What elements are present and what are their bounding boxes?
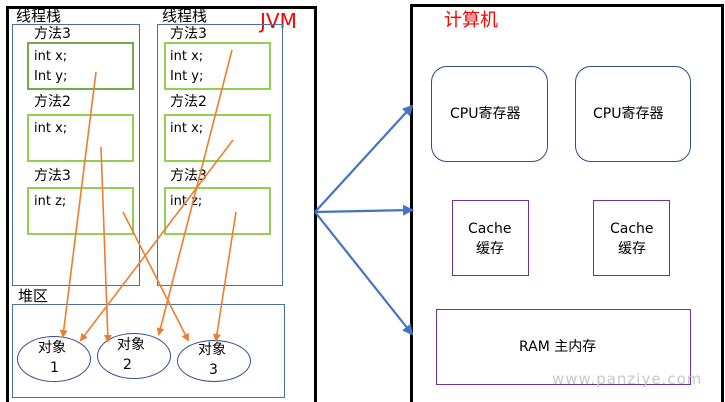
cache-2	[593, 200, 670, 276]
heap-object-2-index: 2	[123, 357, 132, 373]
stack-1-frame-1-var-1: int x;	[34, 49, 68, 64]
heap-object-2-name: 对象	[117, 337, 145, 353]
cpu-register-1	[431, 66, 548, 162]
heap-object-1	[17, 336, 91, 382]
stack-2-frame-2-name: 方法2	[170, 94, 207, 110]
stack-2-frame-3-var-1: int z;	[170, 194, 203, 209]
cpu-register-1-label: CPU寄存器	[450, 106, 521, 122]
map-arrow-to-registers	[314, 104, 414, 213]
heap-object-3-name: 对象	[198, 342, 226, 358]
watermark: www.panziye.com	[552, 370, 703, 388]
map-arrow-to-cache	[314, 204, 414, 216]
cpu-register-2	[575, 66, 691, 162]
thread-stack-2-title: 线程栈	[162, 7, 208, 25]
stack-1-frame-2-name: 方法2	[34, 94, 71, 110]
stack-2-frame-1-var-1: int x;	[170, 49, 204, 64]
stack-1-frame-3-name: 方法3	[34, 168, 71, 184]
stack-2-frame-2-var-1: int x;	[170, 121, 204, 136]
ram	[436, 309, 691, 385]
cache-1-line-2: 缓存	[476, 241, 504, 257]
ram-label: RAM 主内存	[519, 339, 597, 355]
cache-2-line-1: Cache	[610, 221, 654, 237]
stack-1-frame-1-var-2: Int y;	[34, 69, 68, 84]
jvm-label: JVM	[260, 9, 297, 33]
heap-object-3-index: 3	[209, 362, 218, 378]
stack-2-frame-1-var-2: Int y;	[170, 69, 204, 84]
stack-1-frame-3-var-1: int z;	[34, 194, 67, 209]
cache-1	[452, 200, 529, 276]
stack-2-frame-1-name: 方法3	[170, 26, 207, 42]
map-arrow-to-ram	[314, 211, 414, 336]
thread-stack-1-title: 线程栈	[16, 7, 62, 25]
stack-2-frame-3-name: 方法3	[170, 168, 207, 184]
heap-object-1-name: 对象	[38, 340, 66, 356]
cpu-register-2-label: CPU寄存器	[593, 106, 664, 122]
computer-label: 计算机	[444, 10, 498, 31]
heap-object-1-index: 1	[50, 360, 59, 376]
cache-1-line-1: Cache	[468, 221, 512, 237]
heap-title: 堆区	[18, 287, 49, 305]
stack-1-frame-2-var-1: int x;	[34, 121, 68, 136]
cache-2-line-2: 缓存	[618, 241, 646, 257]
stack-1-frame-1-name: 方法3	[34, 26, 71, 42]
